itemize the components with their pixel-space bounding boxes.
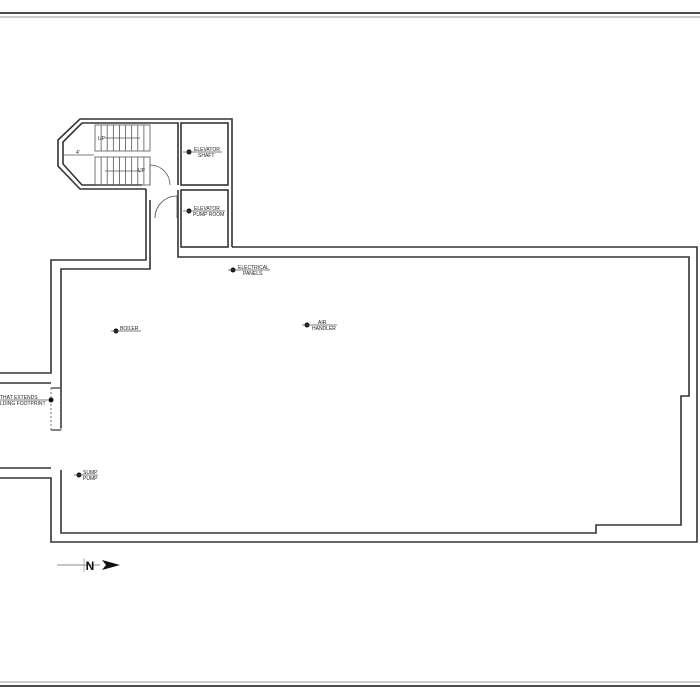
door-swings	[149, 164, 178, 219]
svg-text:THAT EXTENDS: THAT EXTENDS	[0, 395, 38, 401]
elevator-pump-room	[180, 189, 229, 248]
stair-dimension: 4'	[64, 150, 94, 156]
stair-up-label: UP	[138, 168, 146, 174]
equipment-tag-electrical-panels: ELECTRICAL PANELS	[228, 265, 270, 277]
equipment-tag-sump-pump: SUMP PUMP	[74, 470, 98, 482]
equipment-tag-air-handler: AIR HANDLER	[302, 320, 337, 332]
extension-note-tag: THAT EXTENDS LDING FOOTPRINT	[0, 395, 54, 407]
north-label: N	[86, 559, 95, 573]
svg-text:PUMP ROOM: PUMP ROOM	[193, 212, 224, 218]
svg-text:PANELS: PANELS	[243, 271, 263, 277]
sheet-border	[0, 12, 700, 687]
equipment-tag-elevator-pump-room: ELEVATOR PUMP ROOM	[183, 206, 225, 218]
stair-up-label: UP	[98, 136, 106, 142]
main-outer-wall	[0, 189, 698, 543]
stairs	[94, 124, 151, 186]
elevator-shaft-room	[180, 122, 229, 186]
target-icon	[48, 397, 54, 403]
main-inner-wall	[0, 190, 690, 534]
svg-text:LDING FOOTPRINT: LDING FOOTPRINT	[0, 401, 46, 407]
equipment-tag-boiler: BOILER	[111, 326, 141, 334]
svg-text:PUMP: PUMP	[83, 476, 98, 482]
svg-text:ELECTRICAL: ELECTRICAL	[238, 265, 269, 271]
arrow-icon	[102, 560, 120, 570]
north-arrow: N	[57, 558, 120, 573]
dimension-label: 4'	[76, 150, 80, 156]
svg-text:AIR: AIR	[318, 320, 327, 326]
svg-text:BOILER: BOILER	[120, 326, 139, 332]
svg-text:SHAFT: SHAFT	[198, 153, 214, 159]
wall-opening	[50, 387, 62, 431]
equipment-tag-elevator-shaft: ELEVATOR SHAFT	[183, 147, 222, 159]
svg-text:SUMP: SUMP	[83, 470, 98, 476]
stair-tower-walls	[57, 118, 233, 248]
svg-text:HANDLER: HANDLER	[312, 326, 336, 332]
svg-text:ELEVATOR: ELEVATOR	[194, 147, 220, 153]
svg-text:ELEVATOR: ELEVATOR	[194, 206, 220, 212]
